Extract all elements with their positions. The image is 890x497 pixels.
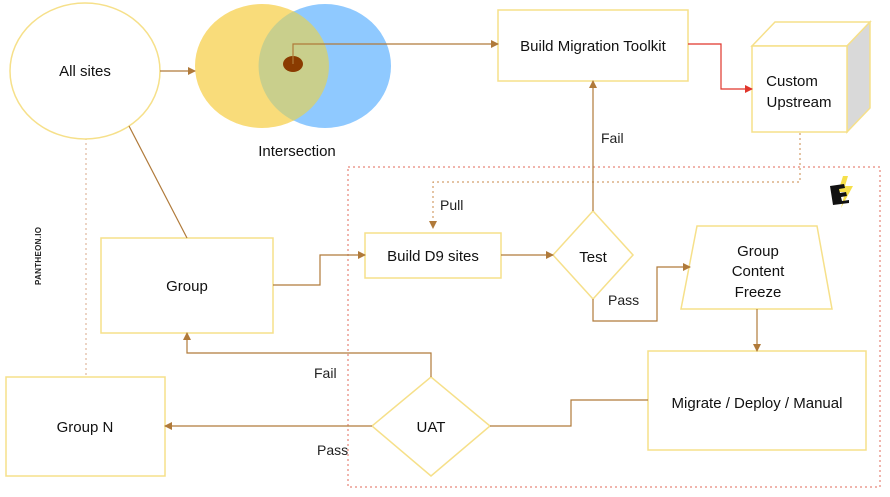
- arrow-toolkit-to-upstream: [688, 43, 753, 93]
- pull-label: Pull: [440, 197, 463, 213]
- group-n-node: Group N: [5, 376, 166, 477]
- uat-label: UAT: [417, 419, 446, 436]
- migrate-label: Migrate / Deploy / Manual: [672, 395, 843, 412]
- arrow-venn-to-toolkit: [292, 40, 499, 64]
- custom-upstream-node: Custom Upstream: [750, 20, 872, 134]
- freeze-label-line1: Group: [737, 243, 779, 260]
- uat-fail-label: Fail: [314, 365, 337, 381]
- arrow-uat-fail-to-group: [183, 332, 432, 377]
- uat-decision-node: UAT: [370, 376, 492, 477]
- arrow-migrate-to-uat: [490, 399, 648, 427]
- freeze-label-line3: Freeze: [735, 284, 782, 301]
- test-label: Test: [579, 249, 607, 266]
- all-sites-node: All sites: [9, 2, 161, 140]
- group-node: Group: [100, 237, 274, 334]
- migrate-node: Migrate / Deploy / Manual: [647, 350, 867, 451]
- all-sites-label: All sites: [59, 63, 111, 80]
- build-toolkit-label: Build Migration Toolkit: [520, 38, 666, 55]
- test-pass-label: Pass: [608, 292, 639, 308]
- pantheon-logo-icon: [830, 176, 853, 208]
- uat-pass-label: Pass: [317, 442, 348, 458]
- pantheon-region: [347, 166, 881, 488]
- freeze-label-line2: Content: [732, 263, 785, 280]
- custom-upstream-label-line1: Custom: [766, 73, 818, 90]
- custom-upstream-label-line2: Upstream: [766, 94, 831, 111]
- group-content-freeze-node: Group Content Freeze: [680, 225, 833, 310]
- arrow-test-pass-to-freeze: [592, 263, 691, 322]
- build-d9-label: Build D9 sites: [387, 248, 479, 265]
- arrow-group-to-build-d9: [273, 251, 366, 286]
- test-decision-node: Test: [551, 209, 635, 301]
- intersection-venn: Intersection: [195, 4, 391, 160]
- intersection-label: Intersection: [258, 143, 336, 160]
- brand-vertical-label: PANTHEON.IO: [34, 227, 43, 285]
- group-n-label: Group N: [57, 419, 114, 436]
- build-d9-node: Build D9 sites: [364, 232, 502, 279]
- group-label: Group: [166, 278, 208, 295]
- build-toolkit-node: Build Migration Toolkit: [497, 9, 689, 82]
- test-fail-label: Fail: [601, 130, 624, 146]
- line-all-sites-to-group: [128, 125, 188, 239]
- upstream-to-pull-dotted-connector: [429, 133, 801, 229]
